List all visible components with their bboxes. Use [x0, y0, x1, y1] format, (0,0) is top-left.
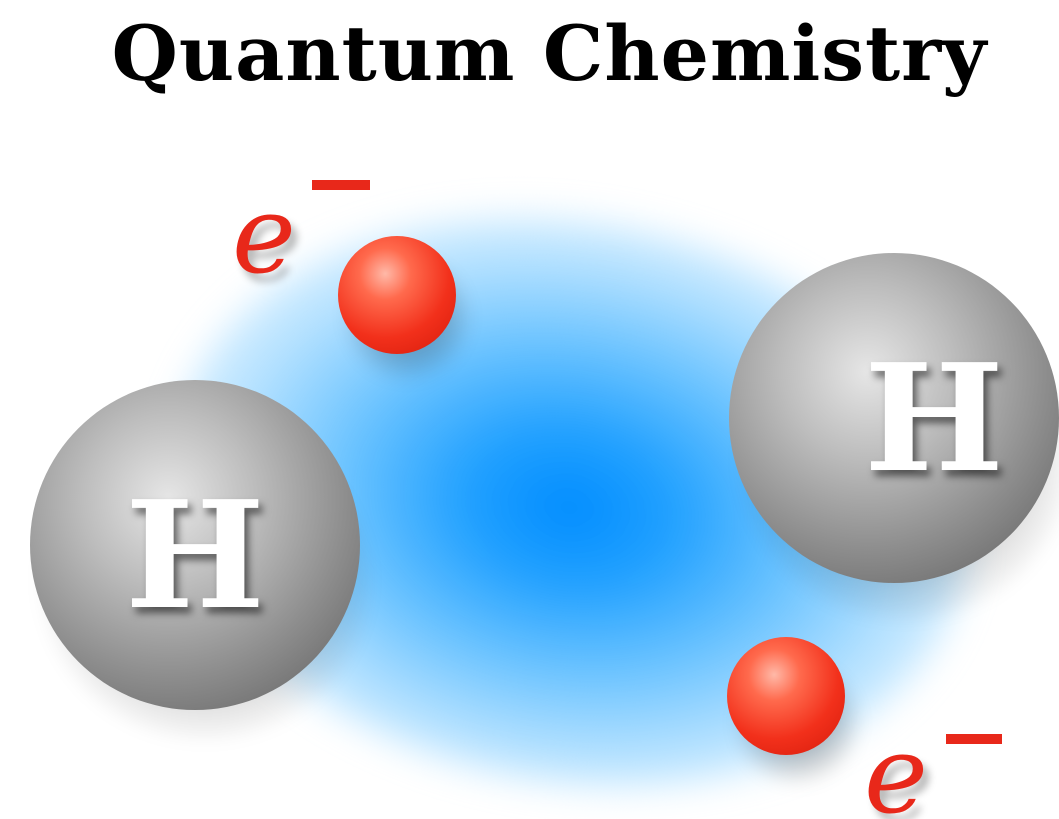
electron-symbol-top: e: [232, 173, 296, 298]
page-title: Quantum Chemistry: [111, 9, 988, 98]
hydrogen-label-left: H: [125, 468, 265, 642]
electron-top: [338, 236, 456, 354]
electron-symbol-bottom: e: [864, 713, 928, 819]
electron-label-bottom: e: [864, 722, 1024, 819]
hydrogen-nucleus-left: H: [30, 380, 360, 710]
hydrogen-nucleus-right: H: [729, 253, 1059, 583]
minus-sign-icon: [312, 180, 370, 190]
electron-bottom: [727, 637, 845, 755]
electron-label-top: e: [232, 180, 372, 292]
hydrogen-label-right: H: [864, 331, 1004, 505]
minus-sign-icon: [946, 734, 1002, 744]
